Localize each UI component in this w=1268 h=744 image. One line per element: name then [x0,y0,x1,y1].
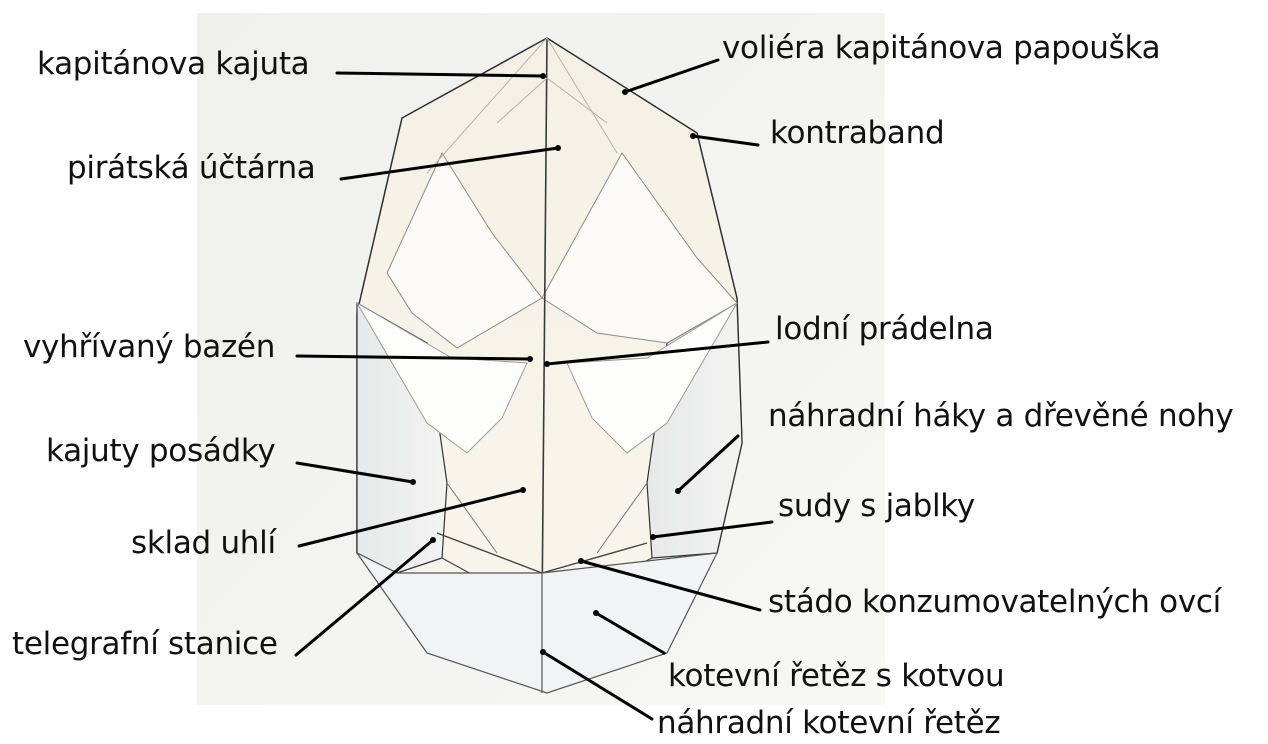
label-sklad-uhli: sklad uhlí [131,525,276,561]
label-kontraband: kontraband [770,115,944,151]
label-lodni-pradelna: lodní prádelna [775,311,994,347]
label-telegrafni-stanice: telegrafní stanice [12,626,278,662]
label-kotevni-retez: kotevní řetěz s kotvou [668,658,1004,694]
label-nahradni-haky: náhradní háky a dřevěné nohy [768,398,1233,434]
label-sudy-s-jablky: sudy s jablky [778,488,975,524]
label-kajuty-posadky: kajuty posádky [46,433,275,469]
label-voliera: voliéra kapitánova papouška [722,30,1160,66]
label-kapitanova-kajuta: kapitánova kajuta [37,46,309,82]
label-nahradni-kotevni-retez: náhradní kotevní řetěz [657,705,1000,741]
label-piratska-uctarna: pirátská účtárna [67,150,315,186]
label-vyhrivany-bazen: vyhřívaný bazén [23,329,275,365]
label-stado-ovci: stádo konzumovatelných ovcí [768,584,1221,620]
